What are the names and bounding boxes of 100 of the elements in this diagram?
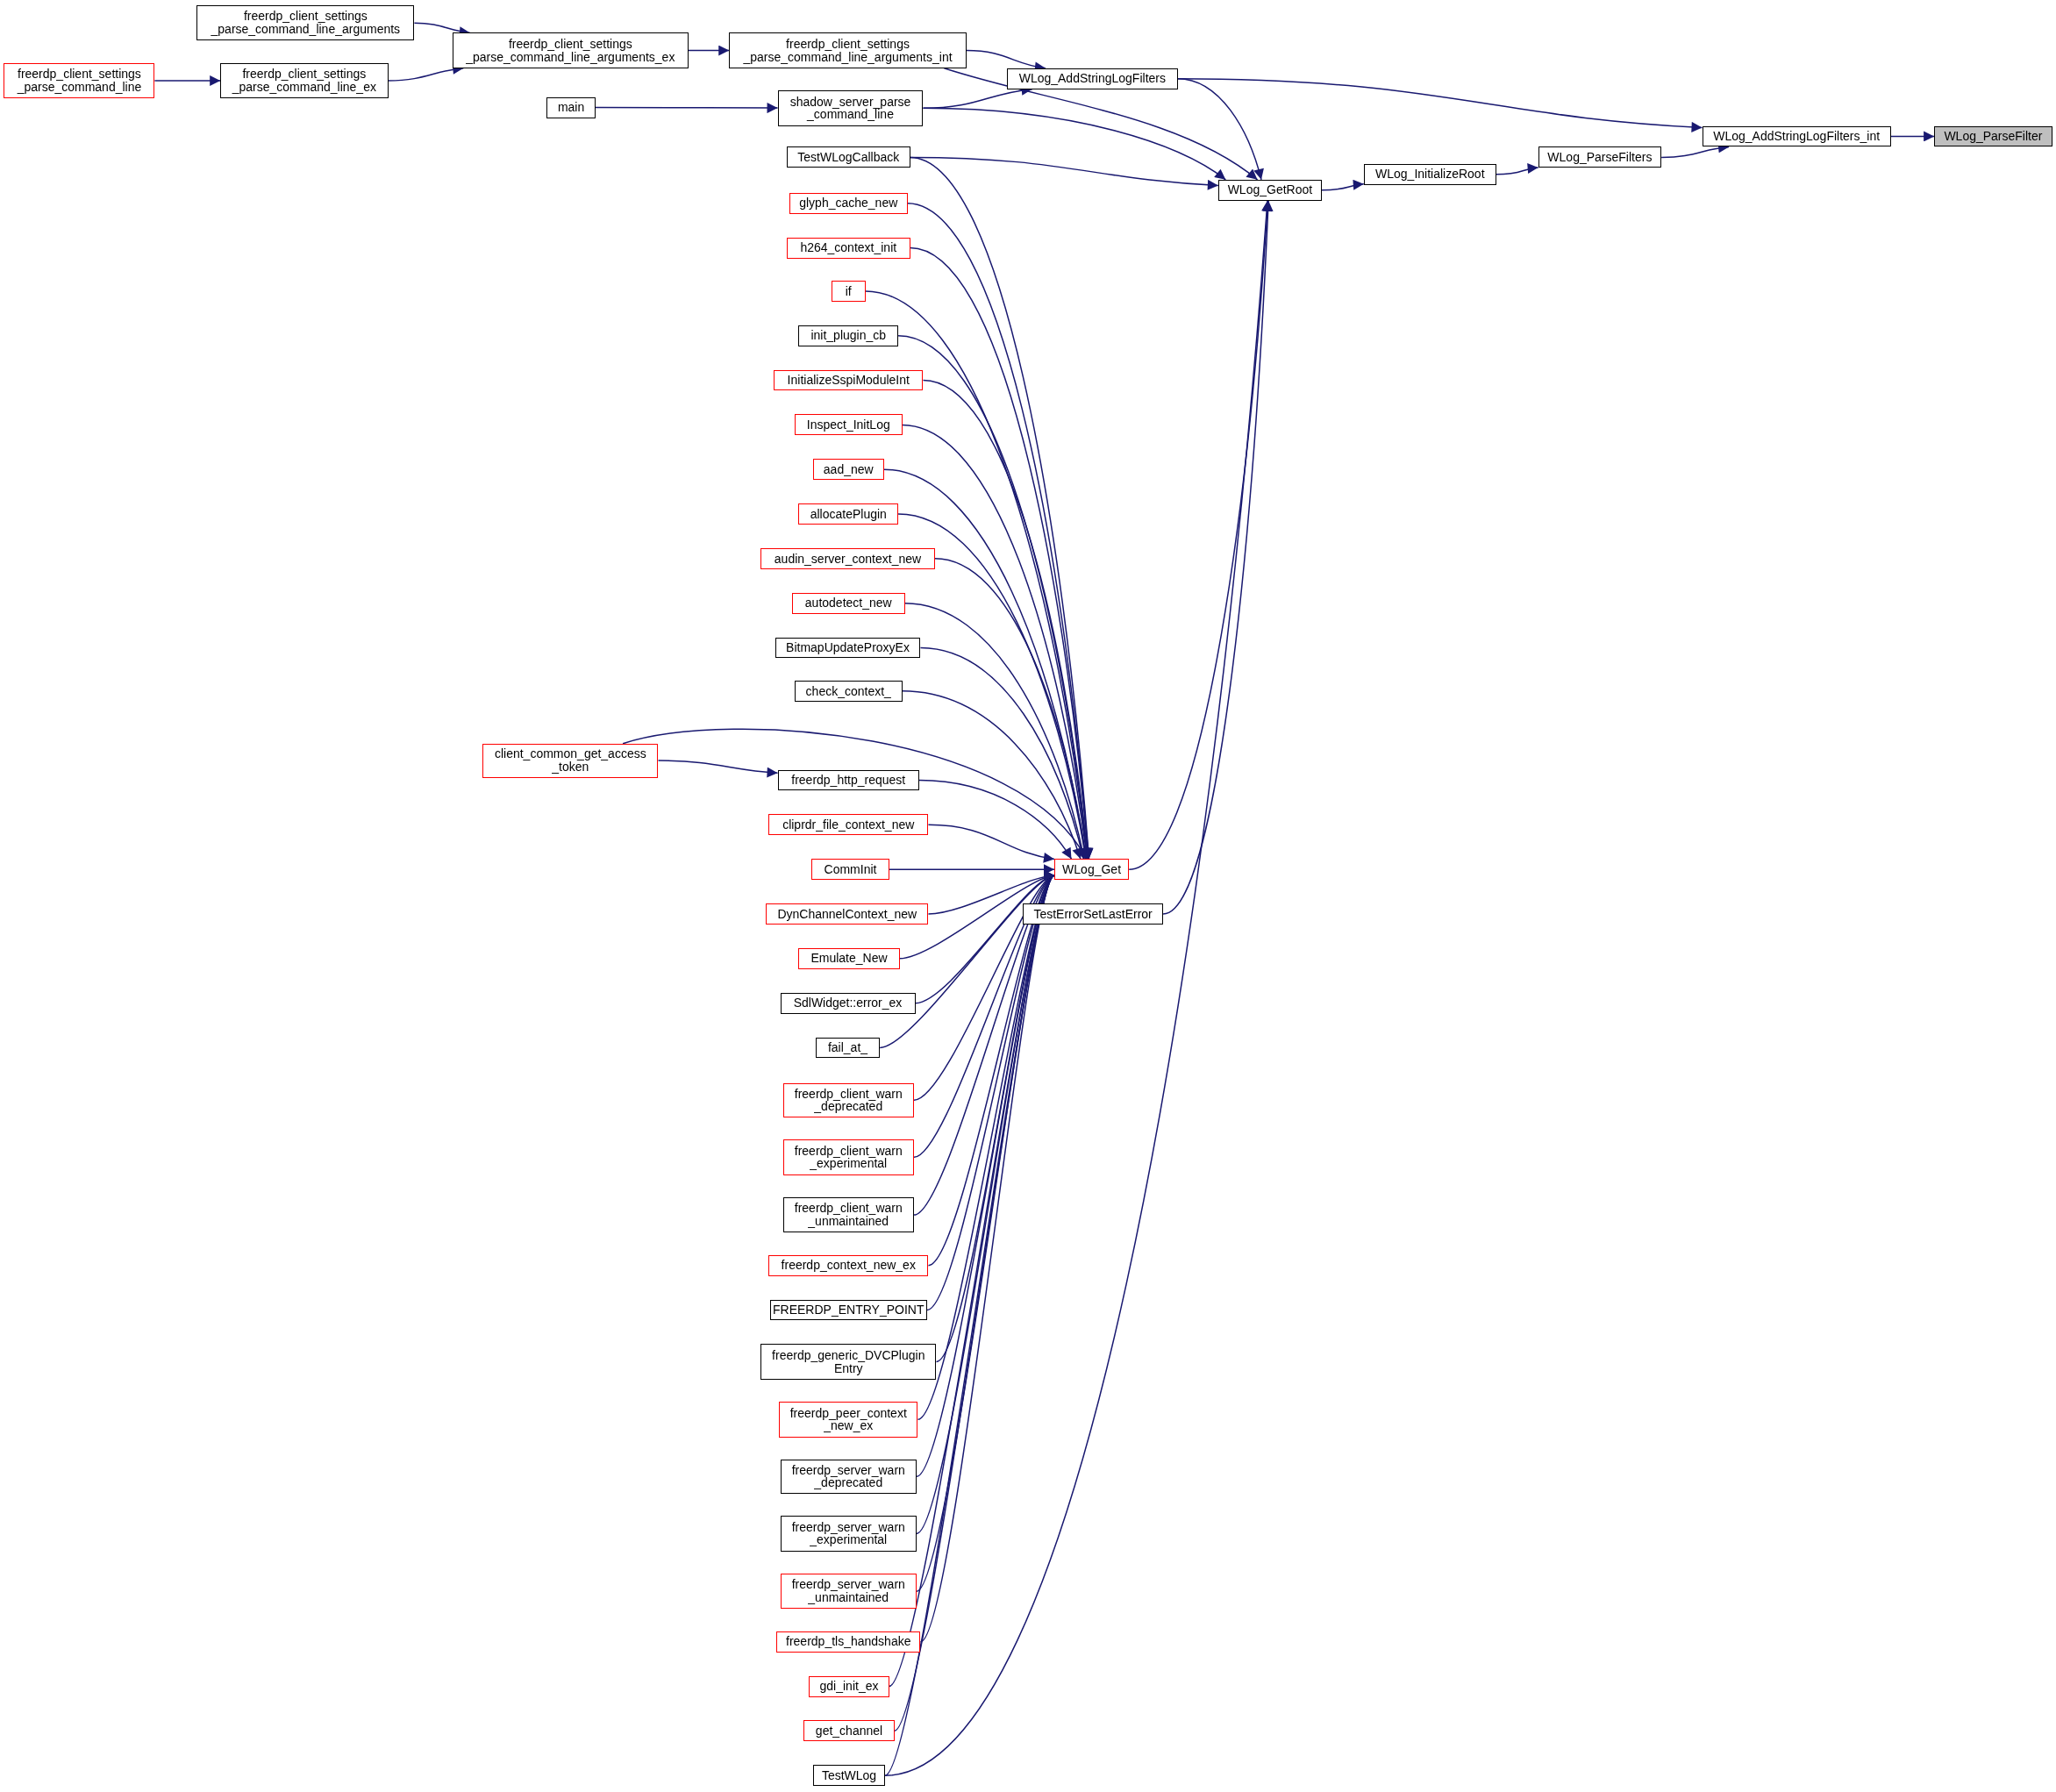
function-name: audin_server_context_new	[774, 552, 922, 566]
function-name: get_channel	[815, 1724, 883, 1738]
function-name: DynChannelContext_new	[777, 907, 917, 921]
function-name: freerdp_context_new_ex	[781, 1259, 916, 1272]
call-arrow	[884, 200, 1272, 1776]
function-name: WLog_AddStringLogFilters	[1018, 72, 1166, 86]
function-name: WLog_AddStringLogFilters_int	[1713, 130, 1881, 143]
function-name: freerdp_generic_DVCPlugin Entry	[771, 1348, 926, 1375]
function-name: InitializeSspiModuleInt	[787, 374, 910, 387]
function-box	[787, 237, 910, 259]
call-arrow	[1890, 131, 1935, 142]
function-box	[220, 62, 389, 99]
function-name: main	[557, 101, 585, 114]
function-box	[809, 1675, 889, 1697]
function-box	[452, 32, 689, 68]
call-arrow	[922, 107, 1227, 181]
function-box	[1702, 125, 1891, 147]
function-box	[780, 992, 916, 1014]
function-box	[803, 1720, 895, 1742]
function-box	[776, 1631, 921, 1653]
function-box	[196, 4, 415, 41]
function-box	[794, 414, 903, 436]
function-box	[766, 903, 929, 925]
function-name: CommInit	[824, 862, 877, 876]
function-name: aad_new	[823, 462, 874, 476]
function-box	[1217, 179, 1322, 201]
function-box	[1538, 146, 1662, 168]
function-box	[760, 547, 935, 569]
function-name: freerdp_client_settings _parse_command_line_ex	[231, 68, 377, 94]
function-name: freerdp_client_warn _deprecated	[793, 1087, 903, 1113]
function-name: freerdp_client_warn _experimental	[793, 1144, 903, 1170]
function-name: gdi_init_ex	[819, 1680, 879, 1693]
function-name: init_plugin_cb	[810, 329, 887, 343]
function-name: freerdp_peer_context _new_ex	[789, 1406, 908, 1432]
function-box	[768, 1254, 929, 1276]
function-name: WLog_InitializeRoot	[1375, 168, 1485, 182]
function-box	[775, 637, 921, 659]
function-name: Emulate_New	[810, 952, 888, 966]
function-name: freerdp_server_warn _deprecated	[790, 1463, 906, 1490]
function-box	[831, 280, 866, 302]
function-name: freerdp_http_request	[791, 774, 906, 787]
function-name: WLog_ParseFilters	[1547, 151, 1653, 164]
function-box	[780, 1459, 917, 1494]
call-arrow	[153, 75, 221, 86]
function-name: FREERDP_ENTRY_POINT	[773, 1303, 924, 1317]
function-box	[780, 1516, 917, 1552]
function-box	[812, 459, 884, 481]
function-name: shadow_server_parse _command_line	[789, 95, 912, 121]
function-name: freerdp_client_warn _unmaintained	[793, 1202, 903, 1228]
function-box	[787, 146, 910, 168]
call-arrow	[1496, 163, 1539, 175]
function-name: freerdp_client_settings _parse_command_line_arguments_ex	[465, 37, 676, 64]
function-name: fail_at_	[827, 1041, 868, 1054]
function-box	[1053, 859, 1130, 881]
function-name: glyph_cache_new	[799, 196, 898, 211]
function-box	[782, 1139, 914, 1175]
function-box	[482, 743, 659, 778]
call-arrow	[1162, 200, 1274, 915]
function-box	[794, 680, 903, 702]
function-name: WLog_Get	[1062, 862, 1122, 876]
function-box	[1363, 163, 1496, 185]
function-box	[782, 1082, 914, 1117]
function-box	[798, 503, 899, 525]
function-box	[782, 1196, 914, 1233]
function-name: SdlWidget::error_ex	[793, 996, 903, 1010]
function-box	[815, 1037, 881, 1059]
function-name: h264_context_init	[800, 241, 897, 254]
call-arrow	[901, 690, 1082, 860]
call-arrow	[927, 824, 1055, 863]
function-name: autodetect_new	[804, 596, 892, 610]
function-name: check_context_	[805, 684, 891, 698]
function-name: freerdp_client_settings _parse_command_line	[16, 68, 143, 94]
function-name: cliprdr_file_context_new	[782, 818, 915, 832]
function-name: TestWLog	[821, 1768, 877, 1782]
function-name: freerdp_client_settings _parse_command_line_arguments_int	[742, 37, 953, 64]
call-arrow	[688, 45, 730, 56]
function-box	[789, 192, 908, 214]
function-name: freerdp_client_settings _parse_command_line_arguments	[210, 10, 402, 36]
function-box	[1934, 125, 2052, 147]
call-arrow	[943, 68, 1259, 181]
call-arrow	[1321, 180, 1365, 191]
function-box	[760, 1344, 937, 1380]
function-box	[768, 814, 929, 836]
function-name: WLog_GetRoot	[1227, 183, 1313, 197]
function-box	[4, 62, 155, 99]
function-box	[769, 1299, 927, 1321]
call-arrow	[657, 760, 779, 778]
function-box	[812, 1765, 886, 1787]
function-name: freerdp_server_warn _unmaintained	[790, 1578, 906, 1604]
function-name: TestErrorSetLastError	[1033, 907, 1153, 921]
function-name: if	[845, 284, 852, 298]
function-box	[798, 325, 899, 346]
function-box	[777, 90, 924, 126]
call-arrow	[918, 779, 1073, 860]
function-box	[791, 592, 905, 614]
call-arrow	[903, 602, 1088, 860]
function-name: BitmapUpdateProxyEx	[786, 641, 910, 654]
function-name: allocatePlugin	[810, 507, 887, 521]
function-name: Inspect_InitLog	[806, 418, 890, 432]
call-arrow	[595, 103, 779, 114]
